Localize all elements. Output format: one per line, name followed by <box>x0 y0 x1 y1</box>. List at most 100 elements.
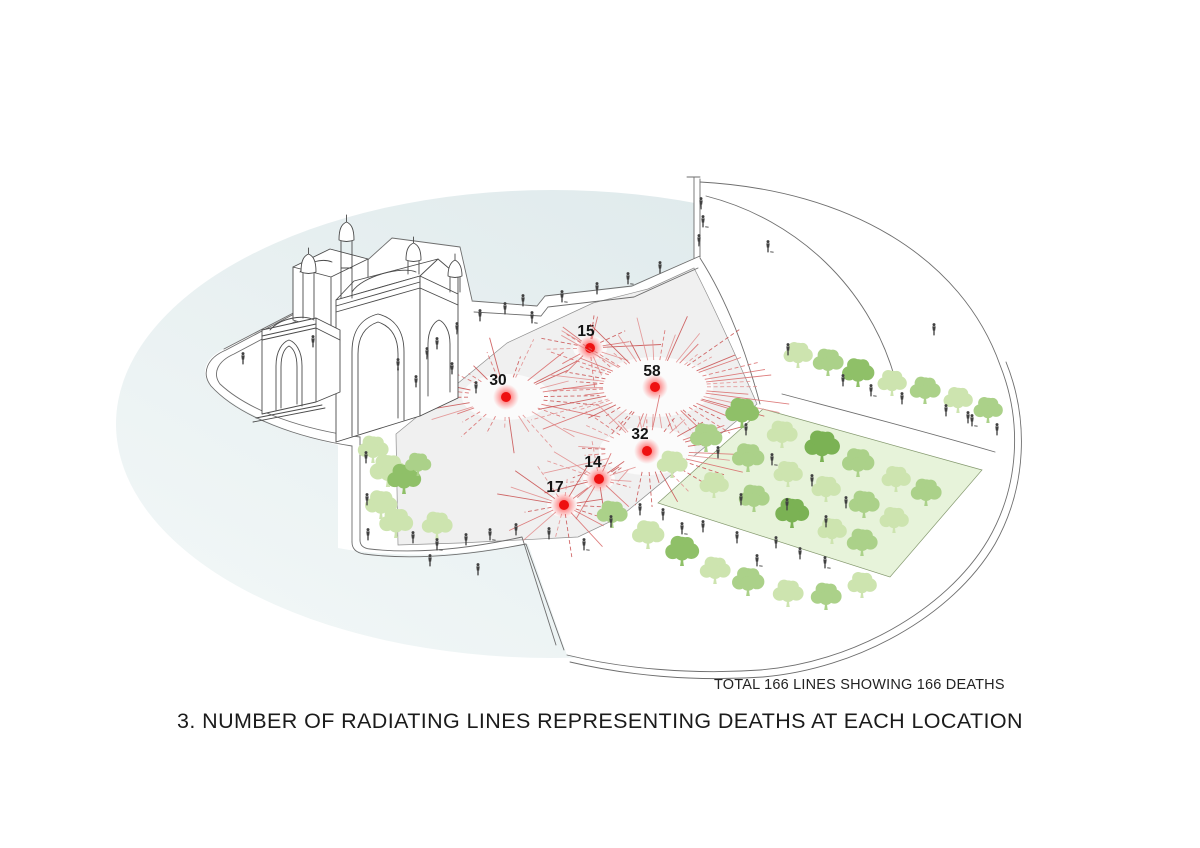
death-line <box>508 416 515 454</box>
death-line <box>702 361 760 377</box>
death-line <box>651 394 661 431</box>
death-line <box>457 407 475 415</box>
death-line <box>431 406 474 421</box>
sea-wall-edge <box>686 176 701 259</box>
death-line <box>679 343 699 364</box>
death-line <box>686 327 742 367</box>
death-location-burst: 30 <box>409 337 613 454</box>
death-line <box>618 420 629 433</box>
monument-steps <box>252 404 326 423</box>
death-line <box>617 469 629 482</box>
seawall-south-outer <box>351 541 565 651</box>
death-line <box>688 454 730 461</box>
death-line <box>688 451 736 455</box>
death-line <box>609 481 631 488</box>
promenade-upper-edge <box>471 255 701 307</box>
death-location-dot <box>650 382 660 392</box>
death-line <box>527 351 564 381</box>
death-line <box>578 445 606 449</box>
death-line <box>518 415 530 433</box>
seawall-south-inner <box>359 536 557 646</box>
death-line <box>613 352 628 365</box>
death-line <box>489 337 501 378</box>
death-count-label: 14 <box>584 454 602 471</box>
gate-main-arch-inner <box>357 321 399 435</box>
road-upper-curve <box>705 195 894 373</box>
death-line <box>684 353 698 366</box>
minaret-shaft <box>407 259 420 275</box>
death-line <box>669 419 686 434</box>
death-line <box>566 333 621 368</box>
death-line <box>486 351 498 378</box>
death-line <box>636 317 649 361</box>
death-line <box>584 453 606 456</box>
death-line <box>654 471 660 484</box>
minaret-dome <box>447 253 463 278</box>
minaret-shaft <box>302 271 315 319</box>
death-line <box>675 333 701 363</box>
death-line <box>531 398 609 421</box>
death-line <box>540 380 569 389</box>
death-location-burst: 14 <box>544 439 636 520</box>
road-inner-curve <box>699 257 761 405</box>
death-line <box>579 357 614 372</box>
death-line <box>700 399 732 410</box>
death-line <box>569 372 606 380</box>
death-line <box>685 458 743 473</box>
death-line <box>555 513 563 537</box>
minaret-dome <box>300 247 317 274</box>
death-line <box>462 411 481 423</box>
death-line <box>610 479 632 482</box>
front-pavilion-arch <box>275 339 303 411</box>
death-line <box>461 413 487 437</box>
death-line <box>522 414 553 448</box>
gate-cornice <box>335 281 459 313</box>
death-line <box>706 390 749 395</box>
death-line <box>549 374 605 382</box>
death-line <box>652 339 655 361</box>
death-line <box>553 451 591 474</box>
death-line <box>659 470 678 503</box>
death-line <box>575 486 596 520</box>
minaret-dome <box>338 214 355 242</box>
minaret-shaft <box>340 239 353 299</box>
outer-rim-line-1 <box>566 181 1016 673</box>
death-count-label: 58 <box>643 363 661 380</box>
death-line <box>563 427 610 443</box>
front-pavilion-cornice <box>261 323 341 341</box>
person-icon <box>435 538 443 551</box>
death-line <box>468 373 482 383</box>
death-line <box>663 416 676 433</box>
death-line <box>605 406 621 417</box>
death-count-label: 17 <box>546 479 563 496</box>
death-line <box>589 323 631 364</box>
death-line <box>597 403 627 434</box>
death-line <box>638 416 643 431</box>
death-location-dot <box>559 500 569 510</box>
death-line <box>602 341 630 347</box>
death-line <box>533 360 578 384</box>
death-line <box>473 365 488 380</box>
death-line <box>696 354 736 372</box>
person-icon <box>970 414 978 427</box>
person-icon <box>680 522 688 535</box>
death-line <box>543 395 604 397</box>
death-location-dot <box>501 392 511 402</box>
death-line <box>576 381 604 385</box>
death-line <box>523 511 557 541</box>
death-line <box>590 356 596 389</box>
death-line <box>583 424 615 439</box>
promenade-lower-edge <box>473 267 699 317</box>
death-line <box>706 380 753 385</box>
death-line <box>572 487 589 499</box>
front-pavilion-dome <box>269 316 315 331</box>
death-line <box>704 369 765 380</box>
death-line <box>524 506 552 513</box>
outer-rim-line-2 <box>569 361 1022 680</box>
apron-inner-edge <box>216 301 361 438</box>
death-line <box>696 402 727 417</box>
death-line <box>706 374 772 383</box>
